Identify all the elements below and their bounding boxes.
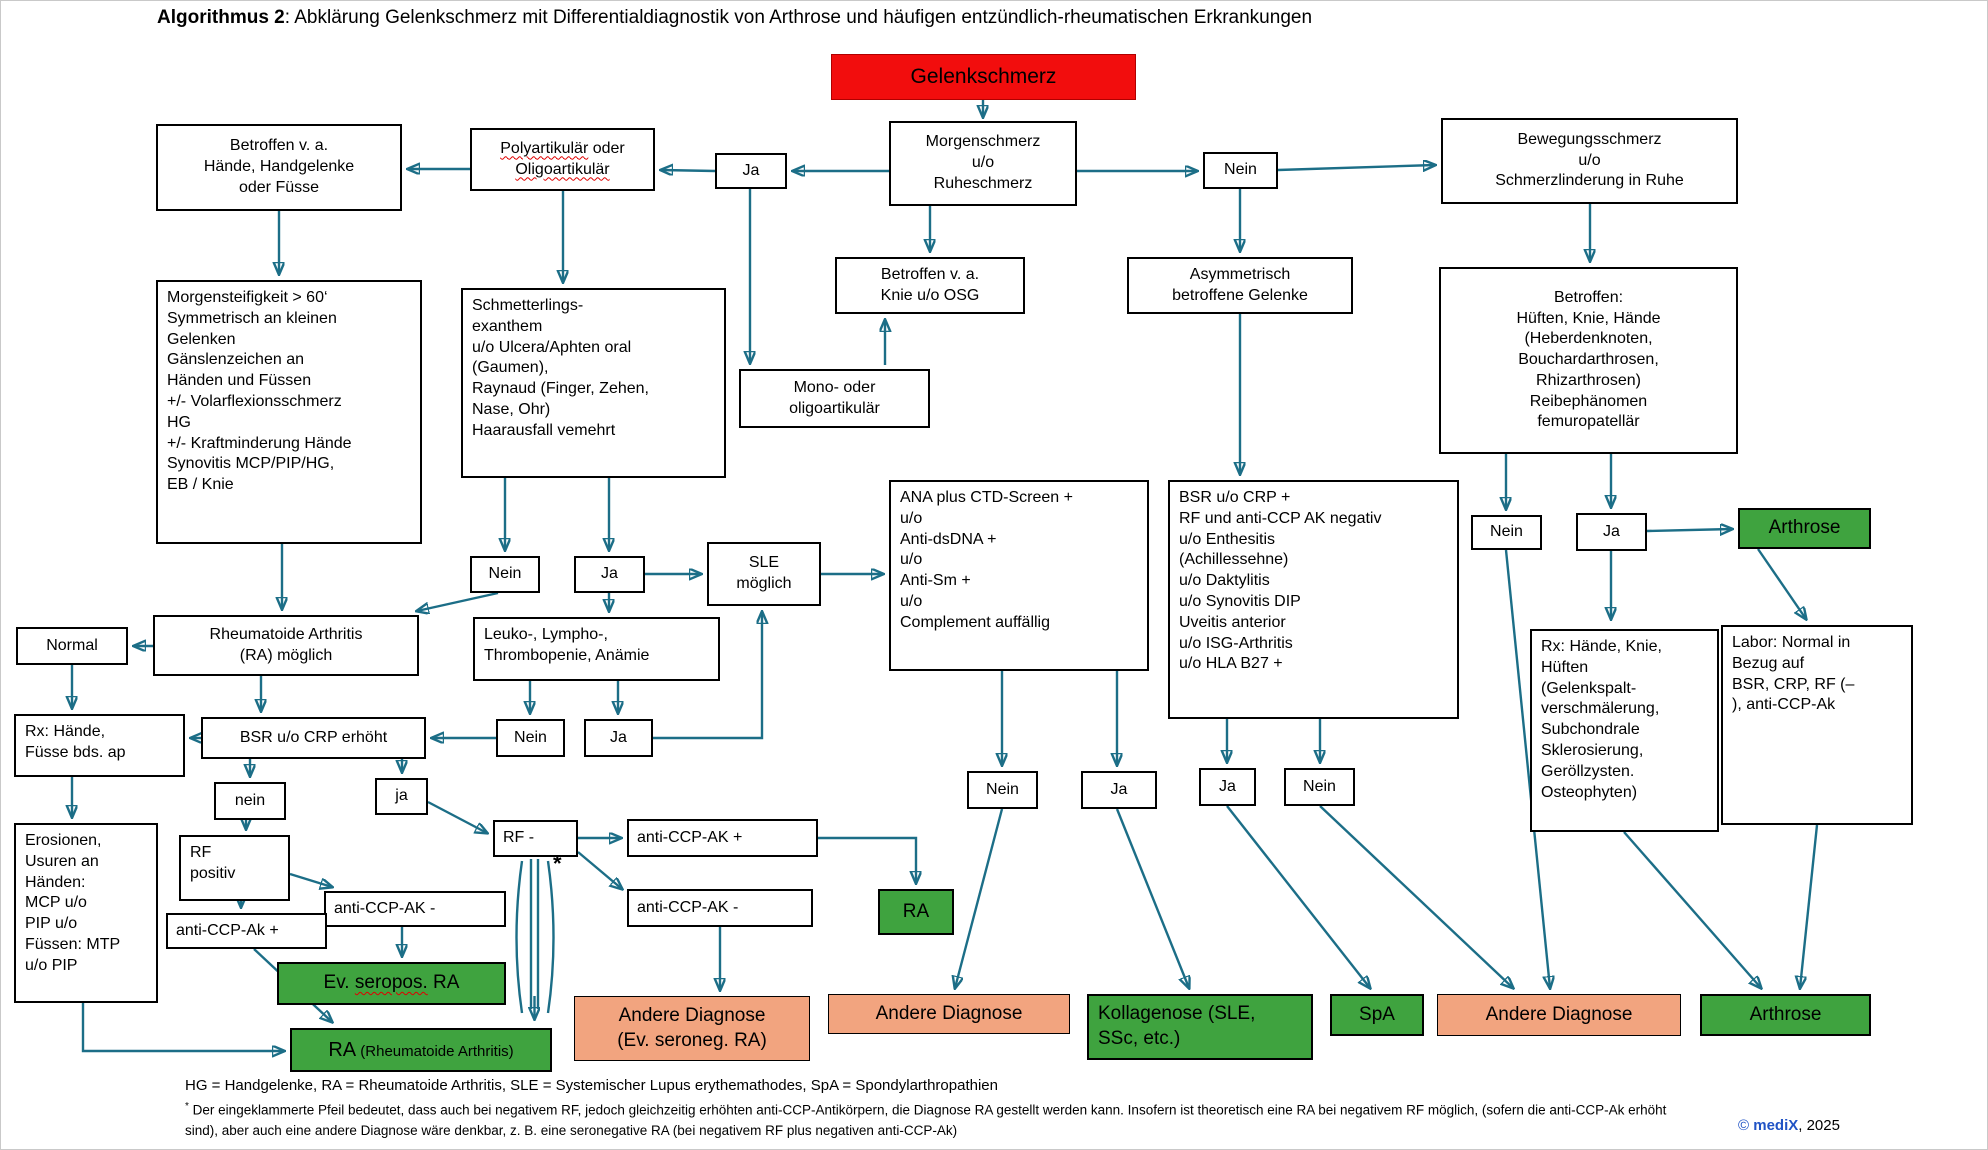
node-anti-ccp-ak-minus-c: anti-CCP-AK - [627, 889, 813, 927]
node-rx-haende-fuesse: Rx: Hände, Füsse bds. ap [14, 714, 185, 777]
seropos-word: seropos. [354, 972, 428, 994]
terminal-arthrose-top: Arthrose [1738, 508, 1871, 549]
node-mono-oligoartikulaer: Mono- oder oligoartikulär [739, 369, 930, 428]
node-rf-negativ: RF - [493, 820, 578, 857]
node-labor-normal: Labor: Normal in Bezug auf BSR, CRP, RF … [1721, 625, 1913, 825]
terminal-ra-rheumatoide-arthritis: RA (Rheumatoide Arthritis) [290, 1028, 552, 1072]
title-bold: Algorithmus 2 [157, 7, 285, 28]
node-ra-moeglich: Rheumatoide Arthritis (RA) möglich [153, 615, 419, 676]
node-morgensteifigkeit: Morgensteifigkeit > 60‘ Symmetrisch an k… [156, 280, 422, 544]
node-anti-ccp-ak-plus-top: anti-CCP-AK + [627, 819, 818, 857]
oligoartikulaer-word: Oligoartikulär [515, 160, 610, 178]
decision-ja-2: Ja [1576, 513, 1647, 551]
node-betroffen-knie-osg: Betroffen v. a. Knie u/o OSG [835, 257, 1025, 314]
polyartikulaer-word: Polyartikulär [500, 139, 589, 157]
node-normal: Normal [16, 627, 128, 665]
decision-ja-lowercase: ja [375, 778, 428, 815]
bracketed-arrow [515, 859, 555, 1019]
node-anti-ccp-ak-minus-a: anti-CCP-AK - [324, 891, 506, 927]
terminal-andere-diagnose-2: Andere Diagnose [828, 994, 1070, 1034]
brand-medix: mediX [1753, 1117, 1799, 1134]
decision-nein-6: Nein [1284, 768, 1355, 806]
copyright-icon: © [1738, 1117, 1750, 1134]
node-erosionen-usuren: Erosionen, Usuren an Händen: MCP u/o PIP… [14, 823, 158, 1003]
page-title: Algorithmus 2: Abklärung Gelenkschmerz m… [157, 7, 1312, 29]
node-bewegungsschmerz: Bewegungsschmerz u/o Schmerzlinderung in… [1441, 118, 1738, 204]
decision-nein-1: Nein [1203, 152, 1278, 189]
decision-nein-2: Nein [1471, 515, 1542, 550]
decision-ja-4: Ja [584, 719, 653, 757]
terminal-arthrose-bottom: Arthrose [1700, 994, 1871, 1036]
copyright-line: © mediX, 2025 [1738, 1117, 1840, 1134]
node-leuko-thrombopenie: Leuko-, Lympho-, Thrombopenie, Anämie [473, 617, 720, 681]
asterisk-marker: * [553, 851, 562, 876]
node-betroffen-hueften: Betroffen: Hüften, Knie, Hände (Heberden… [1439, 267, 1738, 454]
terminal-andere-diagnose-seroneg: Andere Diagnose (Ev. seroneg. RA) [574, 996, 810, 1061]
terminal-andere-diagnose-3: Andere Diagnose [1437, 994, 1681, 1036]
node-sle-moeglich: SLE möglich [707, 542, 821, 606]
node-morgenschmerz: Morgenschmerz u/o Ruheschmerz [889, 121, 1077, 206]
decision-ja-1: Ja [715, 153, 787, 189]
abbreviation-legend: HG = Handgelenke, RA = Rheumatoide Arthr… [185, 1077, 998, 1094]
node-bsr-crp-erhoeht: BSR u/o CRP erhöht [201, 717, 426, 759]
decision-ja-3: Ja [574, 556, 645, 593]
terminal-ev-seropos-ra: Ev. seropos. RA [277, 962, 506, 1005]
node-ana-ctd-screen: ANA plus CTD-Screen + u/o Anti-dsDNA + u… [889, 480, 1149, 671]
decision-ja-6: Ja [1199, 768, 1256, 806]
footnote-star: * [185, 1101, 189, 1112]
decision-nein-3: Nein [470, 556, 540, 593]
node-bsr-crp-plus: BSR u/o CRP + RF und anti-CCP AK negativ… [1168, 480, 1459, 719]
node-betroffen-haende: Betroffen v. a. Hände, Handgelenke oder … [156, 124, 402, 211]
decision-ja-5: Ja [1081, 771, 1157, 809]
terminal-spa: SpA [1330, 994, 1424, 1036]
node-schmetterlingsexanthem: Schmetterlings- exanthem u/o Ulcera/Apht… [461, 288, 726, 478]
footnote: * Der eingeklammerte Pfeil bedeutet, das… [185, 1101, 1667, 1139]
title-rest: : Abklärung Gelenkschmerz mit Differenti… [284, 7, 1313, 28]
node-asymmetrisch: Asymmetrisch betroffene Gelenke [1127, 257, 1353, 314]
node-rx-haende-knie-hueften: Rx: Hände, Knie, Hüften (Gelenkspalt- ve… [1530, 629, 1719, 832]
decision-nein-4: Nein [496, 719, 565, 757]
terminal-ra-small: RA [878, 889, 954, 935]
decision-nein-lowercase: nein [214, 782, 286, 820]
terminal-kollagenose: Kollagenose (SLE, SSc, etc.) [1087, 994, 1313, 1060]
node-anti-ccp-ak-plus-b: anti-CCP-Ak + [166, 913, 327, 949]
node-gelenkschmerz: Gelenkschmerz [831, 54, 1136, 100]
decision-nein-5: Nein [967, 771, 1038, 809]
node-rf-positiv: RF positiv [179, 835, 290, 901]
